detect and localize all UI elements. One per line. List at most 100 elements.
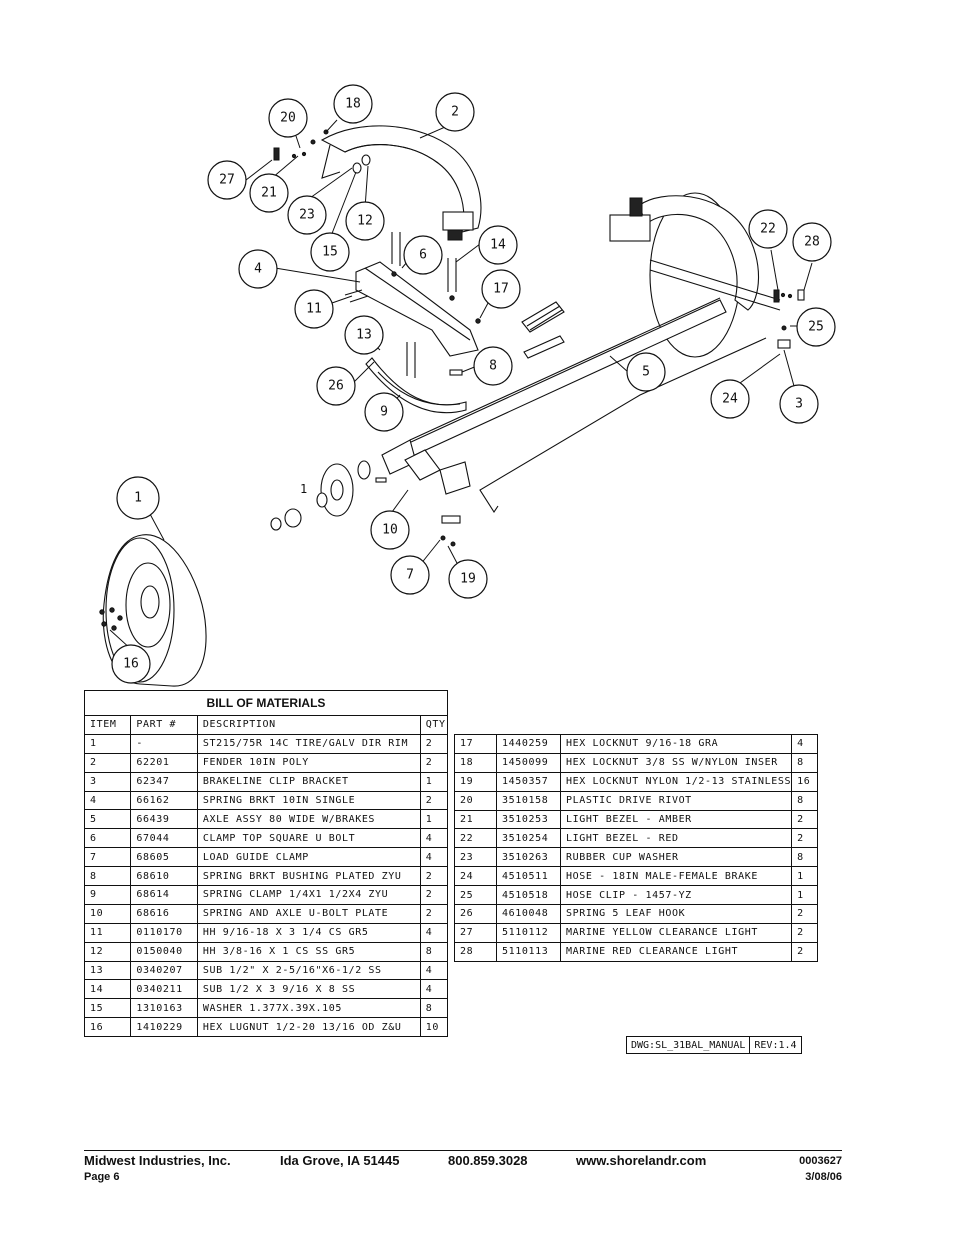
bom-qty: 2: [419, 790, 449, 811]
bom-description: HH 3/8-16 X 1 CS SS GR5: [196, 941, 421, 962]
bom-qty: 8: [791, 790, 818, 811]
bom-qty: 4: [419, 828, 449, 849]
svg-text:23: 23: [299, 208, 315, 223]
bom-qty: 2: [419, 885, 449, 905]
callout-18: 18: [333, 84, 373, 124]
header-item: ITEM: [83, 715, 132, 735]
footer-date: 3/08/06: [805, 1171, 842, 1183]
header-part: PART #: [130, 715, 198, 735]
bom-description: ST215/75R 14C TIRE/GALV DIR RIM: [196, 733, 421, 754]
bom-part: 1410229: [130, 1017, 198, 1038]
bom-description: SUB 1/2 X 3 9/16 X 8 SS: [196, 979, 421, 1000]
svg-text:1: 1: [134, 491, 142, 506]
callout-21: 21: [249, 173, 289, 213]
bom-description: LIGHT BEZEL - RED: [560, 828, 793, 849]
bom-description: HEX LOCKNUT 3/8 SS W/NYLON INSER: [560, 752, 793, 773]
bom-item: 3: [83, 771, 132, 792]
hub-assembly: [270, 449, 471, 531]
callout-11: 11: [294, 289, 334, 329]
revision: REV:1.4: [749, 1036, 802, 1054]
left-fender: [320, 125, 482, 241]
svg-text:3: 3: [795, 397, 803, 412]
svg-text:5: 5: [642, 365, 650, 380]
footer-website[interactable]: www.shorelandr.com: [576, 1153, 707, 1168]
svg-text:24: 24: [722, 392, 738, 407]
bom-item: 28: [453, 941, 498, 962]
footer-rule: [84, 1150, 842, 1151]
bom-description: LOAD GUIDE CLAMP: [196, 847, 421, 868]
clearance-lights: [273, 147, 805, 349]
bom-qty: 8: [419, 941, 449, 962]
bom-item: 11: [83, 922, 132, 943]
svg-text:26: 26: [328, 379, 344, 394]
svg-text:6: 6: [419, 248, 427, 263]
bom-item: 25: [453, 885, 498, 906]
bom-item: 20: [453, 790, 498, 811]
bom-part: 1450099: [496, 752, 562, 773]
bom-part: 68616: [130, 903, 198, 924]
bom-item: 13: [83, 960, 132, 981]
callout-19: 19: [448, 559, 488, 599]
bom-item: 27: [453, 922, 498, 943]
bom-part: 1450357: [496, 771, 562, 792]
bom-description: HOSE - 18IN MALE-FEMALE BRAKE: [560, 866, 793, 887]
bom-qty: 8: [419, 998, 449, 1019]
bom-item: 23: [453, 847, 498, 868]
callout-23: 23: [287, 195, 327, 235]
footer-phone: 800.859.3028: [448, 1153, 528, 1168]
svg-text:28: 28: [804, 235, 820, 250]
bom-item: 16: [83, 1017, 132, 1038]
bom-description: SPRING BRKT 10IN SINGLE: [196, 790, 421, 811]
bom-part: 62201: [130, 752, 198, 773]
svg-text:2: 2: [451, 105, 459, 120]
bom-description: AXLE ASSY 80 WIDE W/BRAKES: [196, 809, 421, 830]
bom-description: FENDER 10IN POLY: [196, 752, 421, 773]
callout-15: 15: [310, 232, 350, 272]
callout-27: 27: [207, 160, 247, 200]
bom-qty: 4: [419, 979, 449, 1000]
svg-text:4: 4: [254, 262, 262, 277]
bom-item: 22: [453, 828, 498, 849]
bom-part: 0340207: [130, 960, 198, 981]
bom-item: 24: [453, 866, 498, 887]
callout-7: 7: [390, 555, 430, 595]
bom-description: SPRING AND AXLE U-BOLT PLATE: [196, 903, 421, 924]
bom-qty: 2: [791, 828, 818, 849]
bom-item: 1: [83, 733, 132, 754]
bom-item: 18: [453, 752, 498, 773]
callout-14: 14: [478, 225, 518, 265]
bom-qty: 4: [419, 847, 449, 868]
svg-text:19: 19: [460, 572, 476, 587]
callout-12: 12: [345, 201, 385, 241]
svg-text:9: 9: [380, 405, 388, 420]
svg-text:12: 12: [357, 214, 373, 229]
callout-25: 25: [796, 307, 836, 347]
bom-item: 9: [83, 885, 132, 905]
bom-item: 2: [83, 752, 132, 773]
bom-qty: 8: [791, 752, 818, 773]
callout-13: 13: [344, 315, 384, 355]
bom-part: 1310163: [130, 998, 198, 1019]
bom-item: 4: [83, 790, 132, 811]
exploded-axle-diagram: 1 1 2 3 4 5 6 7 8 9 10 11 12 13 14 15 16…: [99, 84, 836, 687]
svg-text:25: 25: [808, 320, 824, 335]
bom-qty: 2: [791, 904, 818, 924]
hardware: [291, 129, 793, 547]
bom-description: MARINE YELLOW CLEARANCE LIGHT: [560, 922, 793, 943]
callout-28: 28: [792, 222, 832, 262]
bom-description: PLASTIC DRIVE RIVOT: [560, 790, 793, 811]
